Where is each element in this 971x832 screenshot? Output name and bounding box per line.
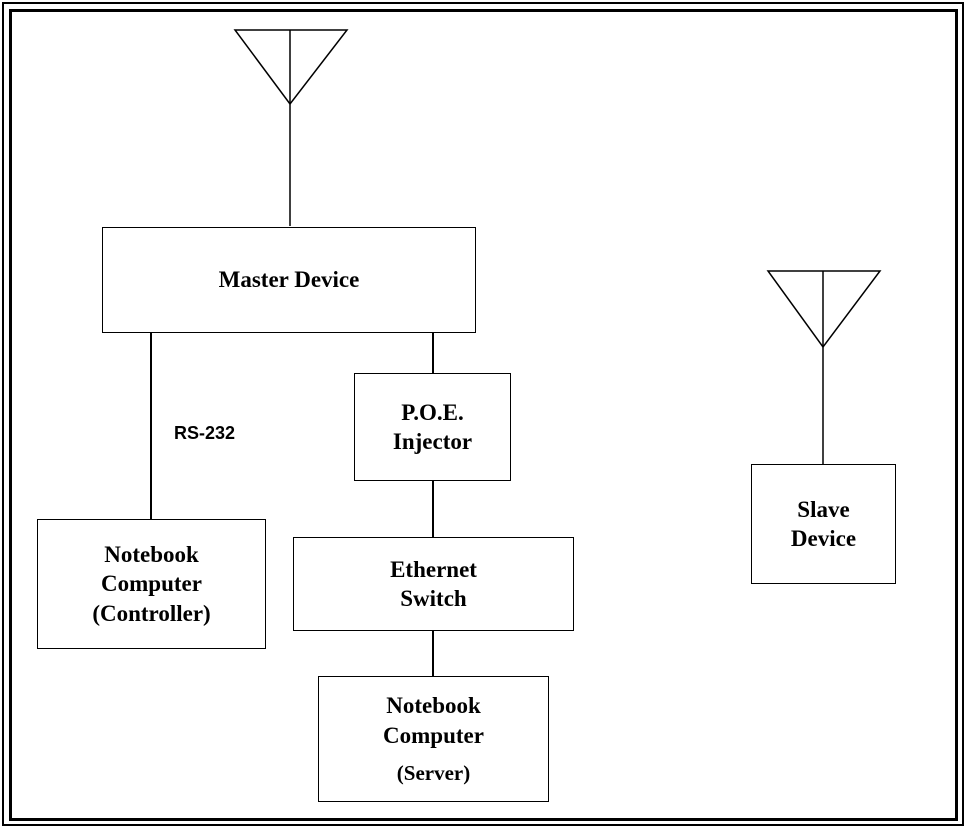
poe-injector-label-line2: Injector [392, 429, 473, 454]
slave-antenna-icon [766, 270, 882, 465]
rs232-link-line [150, 333, 152, 520]
rs232-label: RS-232 [174, 423, 236, 443]
ethernet-switch-box: Ethernet Switch [293, 537, 574, 631]
switch-server-link-line [432, 630, 434, 676]
slave-label-line2: Device [790, 526, 857, 551]
master-device-label: Master Device [218, 267, 360, 293]
poe-injector-box: P.O.E. Injector [354, 373, 511, 481]
ethernet-switch-label-line1: Ethernet [390, 556, 477, 582]
slave-device-box: Slave Device [751, 464, 896, 584]
server-label-line1: Notebook [386, 693, 481, 719]
server-notebook-box: Notebook Computer (Server) [318, 676, 549, 802]
controller-label-line3: (Controller) [92, 600, 211, 626]
server-label-line3: (Server) [396, 760, 471, 785]
ethernet-switch-label-line2: Switch [400, 586, 467, 611]
master-poe-link-line [432, 333, 434, 373]
master-device-box: Master Device [102, 227, 476, 333]
poe-switch-link-line [432, 481, 434, 538]
poe-injector-label-line1: P.O.E. [401, 399, 464, 425]
server-label-line2: Computer [383, 722, 484, 748]
controller-label-line1: Notebook [104, 542, 199, 568]
inner-frame [9, 9, 958, 821]
master-antenna-icon [233, 29, 349, 226]
controller-notebook-box: Notebook Computer (Controller) [37, 519, 266, 649]
controller-label-line2: Computer [101, 571, 202, 597]
slave-label-line1: Slave [797, 496, 850, 522]
